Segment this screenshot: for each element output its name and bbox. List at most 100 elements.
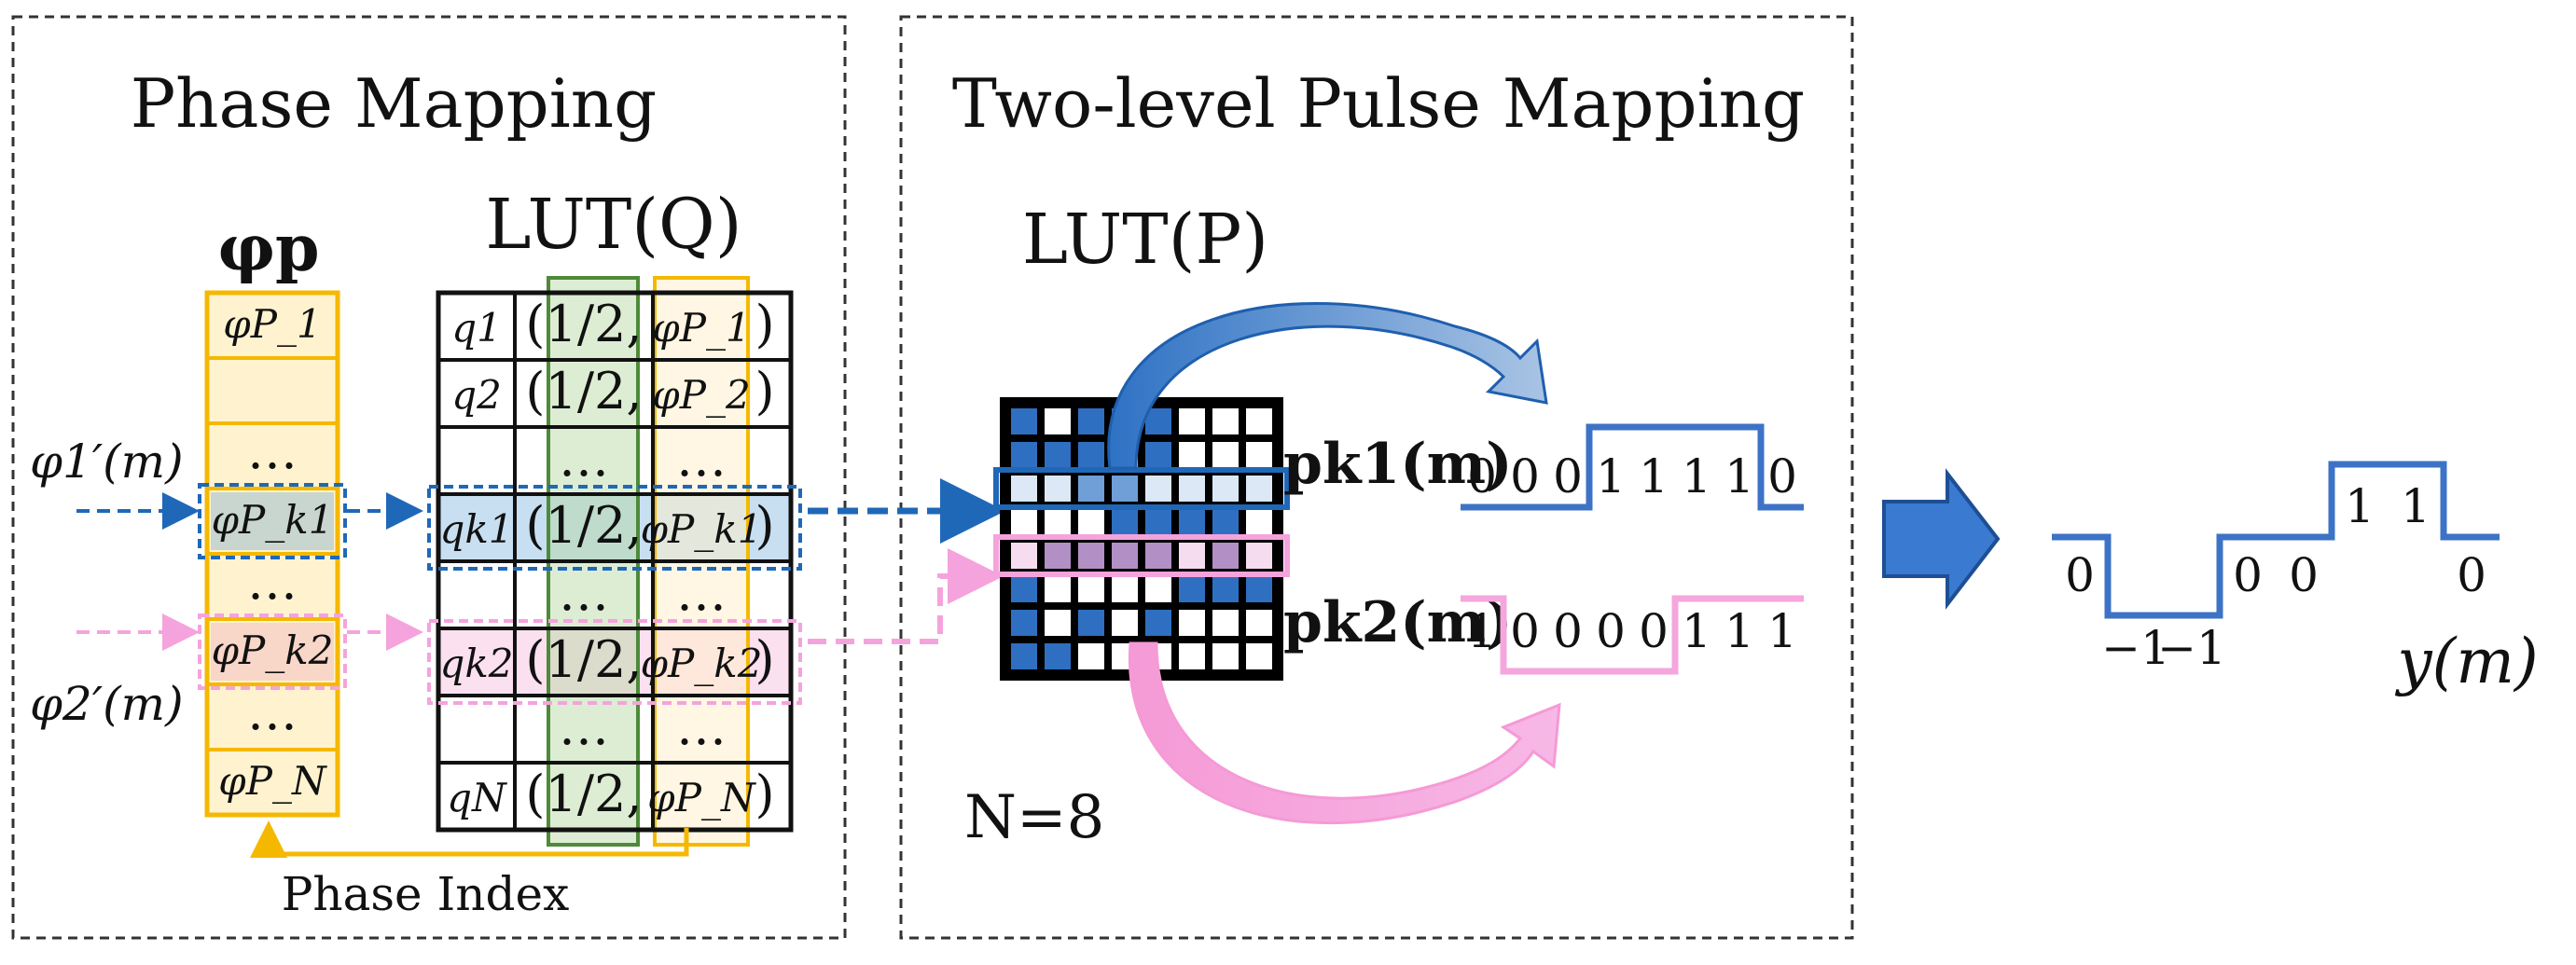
lut-p-cell	[1011, 543, 1037, 569]
pulse2-bit: 1	[1467, 604, 1497, 658]
phase-index-label: Phase Index	[282, 867, 570, 921]
blue-curved-arrow	[1107, 302, 1548, 470]
lut-p-cell	[1212, 408, 1239, 434]
lut-p-cell	[1045, 509, 1071, 535]
pulse1-bit: 0	[1467, 449, 1497, 503]
row1-label: pk1(m)	[1283, 432, 1513, 497]
phase-mapping-title: Phase Mapping	[131, 64, 658, 143]
phi-cell: …	[247, 421, 298, 480]
phase-mapping-panel	[11, 15, 847, 940]
n-label: N=8	[964, 783, 1104, 852]
pulse2-bit: 1	[1767, 604, 1797, 658]
lut-p-cell	[1045, 543, 1071, 569]
lut-q-half-cell: (1/2,	[525, 765, 642, 823]
lut-q-half-cell: (1/2,	[525, 630, 642, 689]
pulse1-bit: 0	[1553, 449, 1583, 503]
pulse1-bit: 1	[1724, 449, 1754, 503]
output-line	[2052, 461, 2500, 619]
lut-q-q-cell: q2	[451, 372, 502, 418]
pulse-mapping-title: Two-level Pulse Mapping	[952, 64, 1805, 143]
lut-q-close-paren: )	[755, 362, 774, 420]
lut-q-phi-cell: …	[676, 697, 727, 756]
lut-p-cell	[1011, 476, 1037, 502]
lut-q-half-cell: (1/2,	[525, 362, 642, 420]
lut-p-cell	[1112, 543, 1138, 569]
phi-cell: φP_k1	[212, 497, 334, 543]
lut-p-row-k2-highlight	[993, 534, 1290, 577]
phi-k2-highlight-box	[198, 613, 347, 690]
lut-p-cell	[1179, 408, 1205, 434]
lut-p-cell	[1212, 509, 1239, 535]
lut-p-cell	[1246, 576, 1272, 602]
pulse2-bit: 1	[1682, 604, 1711, 658]
lut-p-grid	[993, 397, 1290, 681]
lut-q-table: q1(1/2,φP_1)q2(1/2,φP_2)……qk1(1/2,φP_k1)…	[427, 276, 802, 847]
input-phi1: φ1′(m)	[30, 434, 184, 489]
pulse2-bit: 0	[1510, 604, 1540, 658]
lut-p-cell	[1179, 509, 1205, 535]
output-level: 0	[2233, 548, 2263, 602]
pulse2-bit: 0	[1596, 604, 1626, 658]
lut-p-cell	[1045, 576, 1071, 602]
lut-q-k1-highlight-box	[427, 485, 802, 571]
arrow-lut-k2-to-lutp	[808, 548, 1004, 644]
pulse2-bit: 1	[1724, 604, 1754, 658]
pulse1-line	[1461, 423, 1804, 511]
lut-q-half-cell: …	[559, 697, 609, 756]
lut-p-cell	[1246, 543, 1272, 569]
lut-q-close-paren: )	[755, 295, 774, 353]
pulse2-line	[1461, 595, 1804, 675]
lut-p-cell	[1145, 509, 1171, 535]
pulse1-bit: 0	[1510, 449, 1540, 503]
lut-p-title: LUT(P)	[1022, 200, 1268, 280]
lut-p-cell	[1212, 442, 1239, 468]
lut-p-cell	[1145, 408, 1171, 434]
lut-p-cell	[1045, 476, 1071, 502]
lut-p-cell	[1145, 576, 1171, 602]
lut-q-q-cell: qN	[447, 775, 507, 820]
lut-q-k2-highlight-box	[427, 619, 802, 705]
lut-q-phi-cell: φP_k2	[641, 641, 763, 686]
lut-q-q-cell: q1	[451, 305, 502, 351]
phi-cell: φP_k2	[212, 627, 334, 673]
pulse-mapping-panel	[899, 15, 1854, 940]
pink-curved-arrow	[1128, 641, 1561, 825]
lut-p-cell	[1078, 543, 1104, 569]
output-level: 0	[2065, 548, 2095, 602]
lut-p-cell	[1078, 476, 1104, 502]
lut-q-phi-cell: φP_k1	[641, 506, 763, 552]
phi-cell: φP_1	[223, 301, 321, 347]
lut-q-half-cell: …	[559, 429, 609, 488]
output-level: −1	[2101, 621, 2170, 675]
lut-p-cell	[1212, 610, 1239, 636]
input-phi2: φ2′(m)	[30, 677, 184, 731]
output-level: 0	[2457, 548, 2486, 602]
lut-p-cell	[1145, 610, 1171, 636]
lut-p-cell	[1246, 610, 1272, 636]
big-right-arrow	[1882, 468, 2001, 610]
lut-p-cell	[1112, 610, 1138, 636]
lut-p-cell	[1145, 543, 1171, 569]
lut-p-cell	[1179, 476, 1205, 502]
lut-p-cell	[1145, 442, 1171, 468]
lut-q-half-cell: (1/2,	[525, 295, 642, 353]
phi-cell-highlight-k1	[211, 492, 334, 550]
lut-p-cell	[1212, 476, 1239, 502]
lut-q-phi-cell: …	[676, 429, 727, 488]
lut-p-cell	[1179, 543, 1205, 569]
lut-p-cell	[1112, 509, 1138, 535]
lut-p-cell	[1179, 576, 1205, 602]
lut-p-cell	[1145, 476, 1171, 502]
lut-p-cell	[1078, 442, 1104, 468]
lut-q-q-cell: qk1	[439, 506, 513, 552]
lut-q-q-cell: qk2	[439, 641, 513, 686]
output-level: 0	[2289, 548, 2319, 602]
pulse1-bit: 1	[1639, 449, 1669, 503]
lut-q-close-paren: )	[755, 496, 774, 555]
lut-p-cell	[1045, 610, 1071, 636]
phi-cell-highlight-k2	[211, 623, 334, 681]
lut-q-phi-cell: φP_N	[647, 775, 756, 820]
lut-q-phi-cell: φP_2	[652, 372, 750, 418]
